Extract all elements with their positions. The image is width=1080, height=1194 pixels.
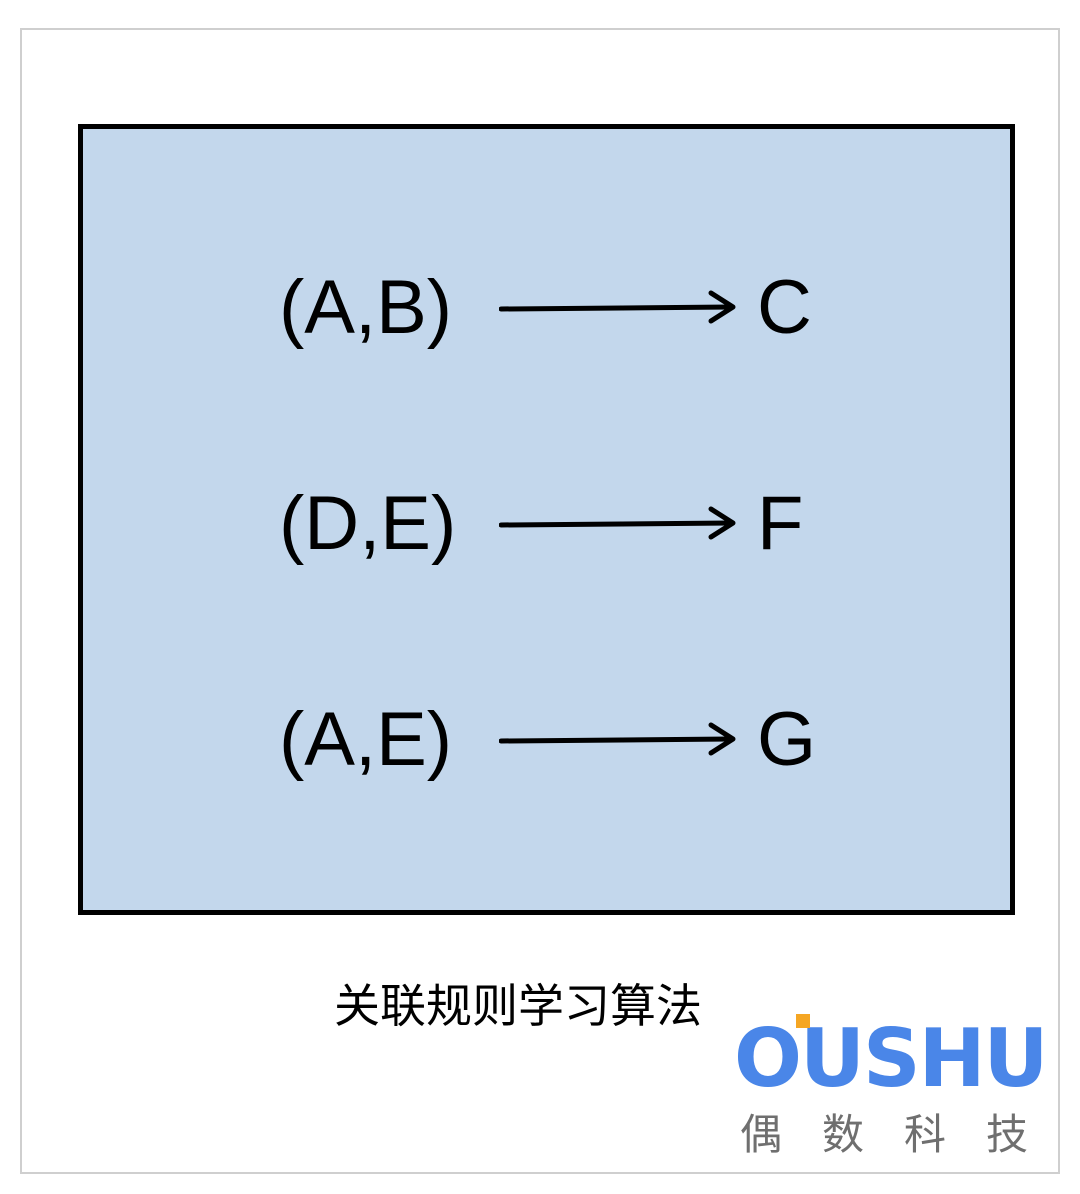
- logo-accent-dot: [796, 1014, 810, 1028]
- rule-antecedent: (A,E): [279, 697, 453, 782]
- rule-consequent: F: [757, 481, 804, 566]
- rule-consequent: G: [757, 697, 817, 782]
- rule-row: (A,E) G: [83, 695, 1010, 785]
- rule-antecedent: (D,E): [279, 481, 457, 566]
- rule-antecedent: (A,B): [279, 265, 453, 350]
- right-arrow-icon: [499, 506, 736, 540]
- rule-consequent: C: [757, 265, 812, 350]
- oushu-watermark-logo: OUSHU 偶数科技: [734, 1014, 1060, 1164]
- rules-panel: (A,B) C (D,E) F (A,E) G: [78, 124, 1015, 915]
- right-arrow-icon: [499, 290, 736, 324]
- logo-wordmark: OUSHU: [734, 1012, 1048, 1105]
- rule-row: (A,B) C: [83, 263, 1010, 353]
- figure-caption: 关联规则学习算法: [334, 979, 702, 1033]
- right-arrow-icon: [499, 722, 736, 756]
- rule-row: (D,E) F: [83, 479, 1010, 569]
- logo-subtitle: 偶数科技: [740, 1110, 1069, 1159]
